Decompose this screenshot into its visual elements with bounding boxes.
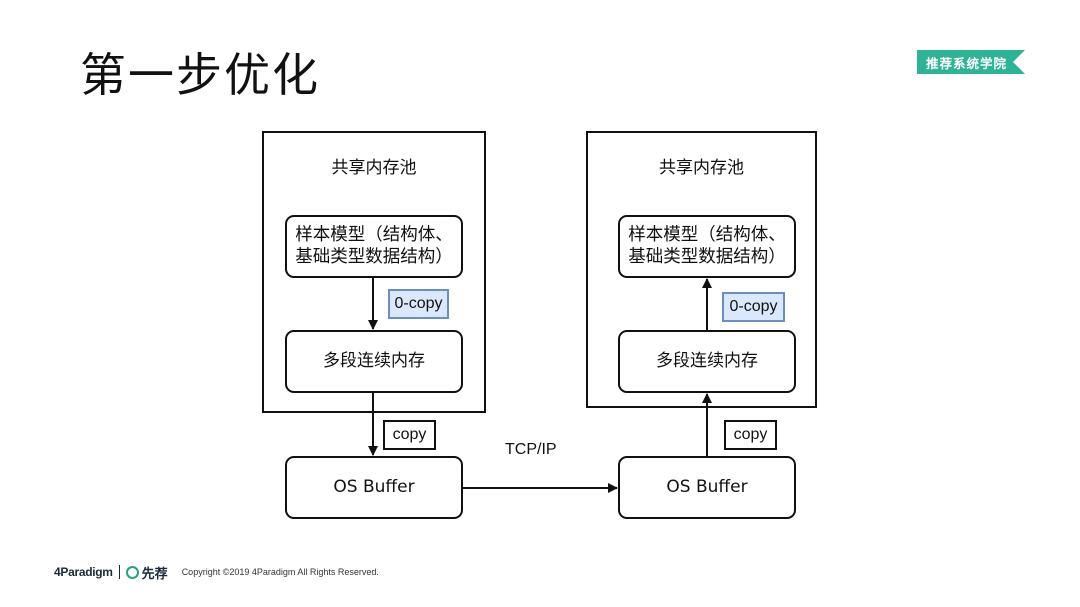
left-sample-model-node: 样本模型（结构体、 基础类型数据结构） [285,215,463,278]
right-model-line2: 基础类型数据结构） [628,246,786,267]
tcp-ip-label: TCP/IP [505,441,557,458]
left-os-buffer-node: OS Buffer [285,456,463,519]
logo-separator [118,565,120,579]
left-copy-badge: copy [383,420,436,450]
right-model-line1: 样本模型（结构体、 [628,224,786,245]
left-model-line2: 基础类型数据结构） [295,246,453,267]
right-sample-model-node: 样本模型（结构体、 基础类型数据结构） [618,215,796,278]
right-zero-copy-badge: 0-copy [722,292,785,322]
left-pool-label: 共享内存池 [331,158,417,178]
right-pool-label: 共享内存池 [659,158,744,178]
brand-tag: 推荐系统学院 [917,50,1025,74]
right-os-buffer-node: OS Buffer [618,456,796,519]
right-copy-badge: copy [724,420,777,450]
slide-title: 第一步优化 [80,48,320,102]
xianjian-logo: 先荐 [125,563,168,582]
brand-tag-label: 推荐系统学院 [926,56,1008,71]
right-segments-node: 多段连续内存 [618,330,796,393]
left-zero-copy-badge: 0-copy [388,289,449,319]
xianjian-logo-icon [125,565,139,579]
left-segments-node: 多段连续内存 [285,330,463,393]
footer: 4Paradigm 先荐 Copyright ©2019 4Paradigm A… [54,563,379,581]
brand-tag-shape [917,50,1025,74]
left-model-line1: 样本模型（结构体、 [295,224,453,245]
copyright-text: Copyright ©2019 4Paradigm All Rights Res… [181,567,379,577]
4paradigm-logo: 4Paradigm [54,565,113,579]
xianjian-logo-text: 先荐 [141,565,168,581]
